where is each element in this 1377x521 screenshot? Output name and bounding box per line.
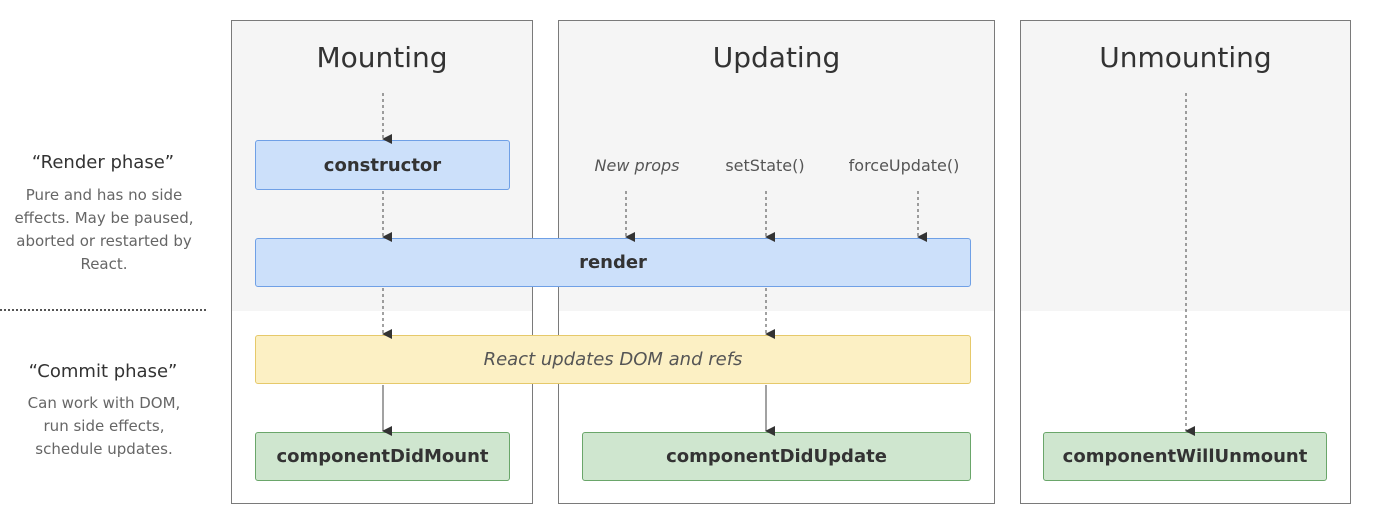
- phase-divider: [0, 309, 206, 311]
- render-phase-title: “Render phase”: [31, 152, 175, 173]
- render-phase-description: Pure and has no side effects. May be pau…: [14, 186, 194, 273]
- commit-phase-title: “Commit phase”: [28, 361, 178, 382]
- component-did-mount-box: componentDidMount: [255, 432, 510, 481]
- unmounting-title: Unmounting: [1099, 41, 1272, 74]
- trigger-force-update: forceUpdate(): [848, 156, 960, 175]
- commit-phase-description: Can work with DOM, run side effects, sch…: [27, 394, 181, 458]
- mounting-title: Mounting: [316, 41, 448, 74]
- component-did-update-box: componentDidUpdate: [582, 432, 971, 481]
- trigger-set-state: setState(): [725, 156, 805, 175]
- component-will-unmount-box: componentWillUnmount: [1043, 432, 1327, 481]
- render-box: render: [255, 238, 971, 287]
- constructor-box: constructor: [255, 140, 510, 190]
- dom-update-box: React updates DOM and refs: [255, 335, 971, 384]
- trigger-new-props: New props: [594, 156, 680, 175]
- updating-title: Updating: [712, 41, 841, 74]
